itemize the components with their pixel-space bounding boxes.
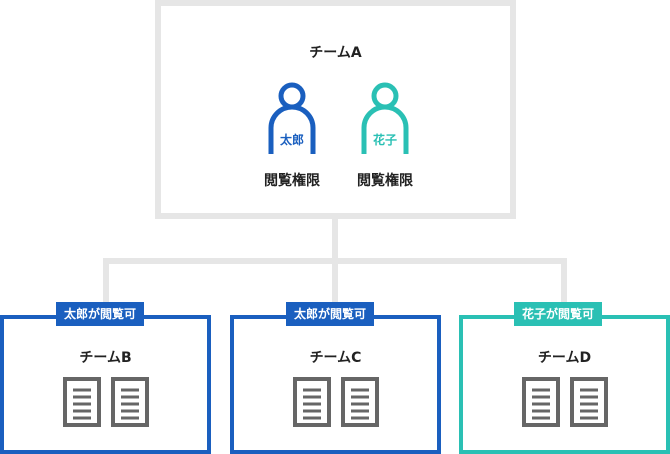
document-icon [340,377,379,427]
person-icon [361,82,409,154]
permission-label: 閲覧権限 [357,173,413,189]
team-a-title: チームA [309,45,362,61]
team-b-title: チームB [79,350,132,366]
person-icon [268,82,316,154]
document-icon [62,377,101,427]
document-icon [110,377,149,427]
team-d-title: チームD [537,350,592,366]
team-c-box: チームC [230,315,441,454]
document-icon [521,377,560,427]
access-badge-team-c: 太郎が閲覧可 [286,302,375,326]
document-icon [292,377,331,427]
document-icon [569,377,608,427]
member-name: 花子 [372,133,397,147]
team-b-box: チームB [0,315,211,454]
member-taro: 太郎 閲覧権限 [242,82,342,189]
team-d-box: チームD [459,315,670,454]
access-badge-team-d: 花子が閲覧可 [514,302,603,326]
member-name: 太郎 [279,133,304,147]
permission-label: 閲覧権限 [264,173,320,189]
team-c-title: チームC [309,350,362,366]
team-a-box: チームA 太郎 閲覧権限 花子 閲覧権限 [155,0,516,219]
member-hanako: 花子 閲覧権限 [335,82,435,189]
access-badge-team-b: 太郎が閲覧可 [56,302,145,326]
